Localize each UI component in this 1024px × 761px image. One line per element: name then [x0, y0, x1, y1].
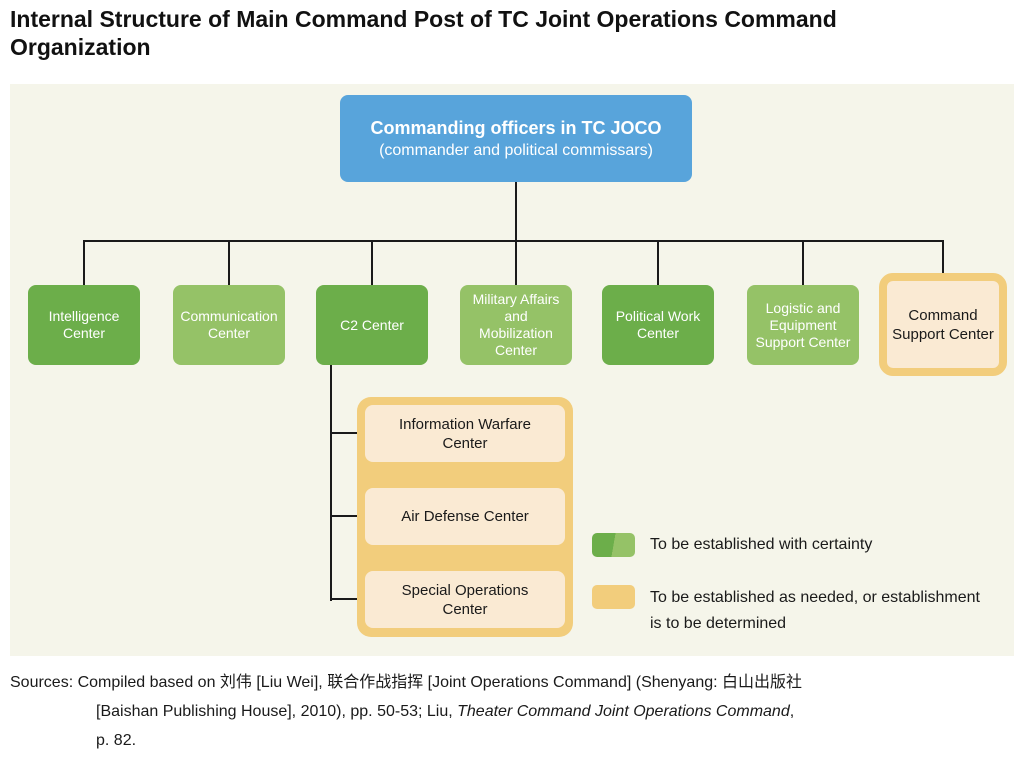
org-box-intelligence-center: Intelligence Center	[28, 285, 140, 365]
connector-c2-branch-3	[330, 598, 366, 600]
connector-c2-stem	[330, 365, 332, 601]
org-box-c2-center: C2 Center	[316, 285, 428, 365]
connector-drop-4	[515, 240, 517, 285]
sources-line-1: Sources: Compiled based on 刘伟 [Liu Wei],…	[10, 674, 803, 691]
org-box-communication-center: Communication Center	[173, 285, 285, 365]
connector-drop-7	[942, 240, 944, 273]
connector-drop-1	[83, 240, 85, 285]
org-box-air-defense-center: Air Defense Center	[365, 488, 565, 545]
connector-drop-5	[657, 240, 659, 285]
legend-swatch-green-icon	[592, 533, 635, 557]
connector-c2-branch-2	[330, 515, 366, 517]
sources-line-3: p. 82.	[96, 732, 137, 749]
root-box-subtitle: (commander and political commissars)	[379, 142, 653, 159]
org-box-information-warfare-center: Information Warfare Center	[365, 405, 565, 462]
connector-drop-2	[228, 240, 230, 285]
org-box-military-affairs-mobilization-center: Military Affairs and Mobilization Center	[460, 285, 572, 365]
sources-note: Sources: Compiled based on 刘伟 [Liu Wei],…	[10, 668, 1014, 755]
sources-label: Sources:	[10, 674, 74, 691]
root-box-title: Commanding officers in TC JOCO	[370, 118, 662, 138]
legend-item-as-needed: To be established as needed, or establis…	[592, 585, 995, 637]
connector-drop-6	[802, 240, 804, 285]
org-chart: Commanding officers in TC JOCO (commande…	[10, 84, 1014, 656]
legend-label-certain: To be established with certainty	[650, 536, 873, 553]
figure-title: Internal Structure of Main Command Post …	[10, 6, 837, 60]
connector-root-stem	[515, 182, 517, 240]
connector-bus	[83, 240, 944, 242]
org-box-special-operations-center: Special Operations Center	[365, 571, 565, 628]
legend-swatch-tan-icon	[592, 585, 635, 609]
legend-item-certain: To be established with certainty	[592, 532, 872, 558]
org-box-commanding-officers: Commanding officers in TC JOCO (commande…	[340, 95, 692, 182]
connector-drop-3	[371, 240, 373, 285]
sources-italic-title: Theater Command Joint Operations Command	[457, 703, 790, 720]
org-box-logistic-equipment-support-center: Logistic and Equipment Support Center	[747, 285, 859, 365]
legend-label-as-needed: To be established as needed, or establis…	[650, 589, 980, 632]
sources-line-2: [Baishan Publishing House], 2010), pp. 5…	[96, 703, 795, 720]
org-box-command-support-center: Command Support Center	[879, 273, 1007, 376]
connector-c2-branch-1	[330, 432, 366, 434]
org-box-political-work-center: Political Work Center	[602, 285, 714, 365]
